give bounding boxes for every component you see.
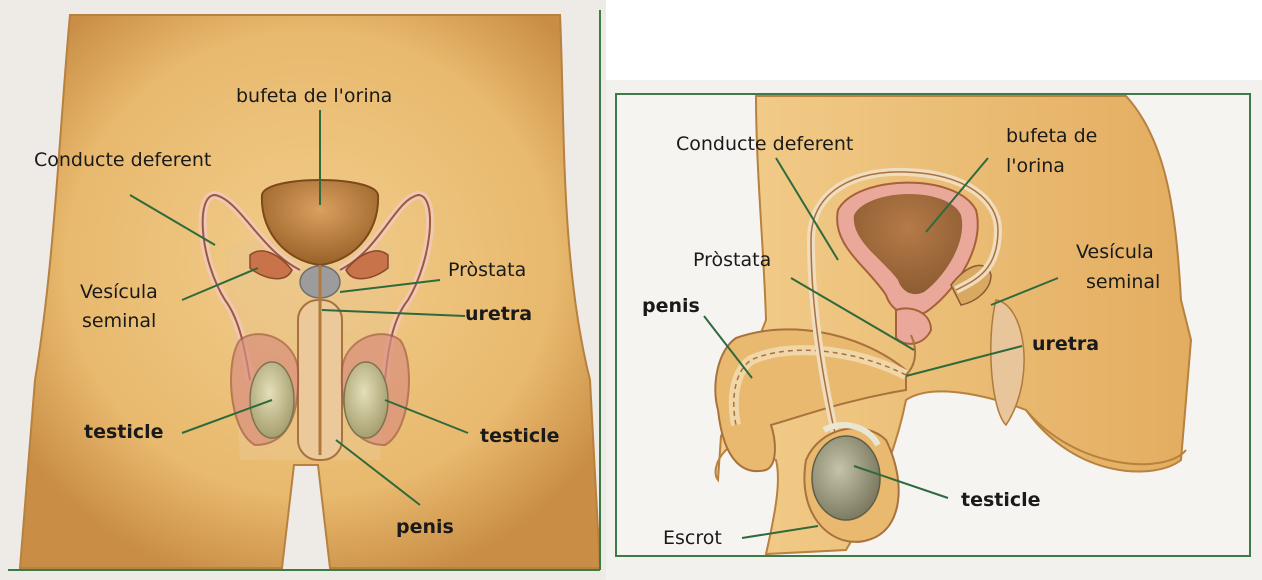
label-seminal-vesicle-1: Vesícula <box>80 281 158 303</box>
front-view-panel: bufeta de l'orina Conducte deferent Vesí… <box>0 0 606 580</box>
side-label-scrotum: Escrot <box>663 527 722 549</box>
side-view-panel: Conducte deferent bufeta de l'orina Pròs… <box>606 80 1262 580</box>
side-label-prostate: Pròstata <box>693 249 771 271</box>
label-vas-deferens: Conducte deferent <box>34 149 211 171</box>
testicle-right <box>344 362 388 438</box>
label-testicle-left: testicle <box>84 421 164 443</box>
label-penis: penis <box>396 516 454 538</box>
label-prostate: Pròstata <box>448 259 526 281</box>
label-urethra: uretra <box>465 303 532 325</box>
label-testicle-right: testicle <box>480 425 560 447</box>
side-label-testicle: testicle <box>961 489 1041 511</box>
label-bladder: bufeta de l'orina <box>236 85 392 107</box>
side-view-illustration: Conducte deferent bufeta de l'orina Pròs… <box>606 80 1262 580</box>
side-label-seminal-vesicle-2: seminal <box>1086 271 1160 293</box>
side-label-seminal-vesicle-1: Vesícula <box>1076 241 1154 263</box>
side-label-bladder-2: l'orina <box>1006 155 1065 177</box>
side-testicle <box>812 436 880 520</box>
front-view-illustration: bufeta de l'orina Conducte deferent Vesí… <box>0 0 606 580</box>
side-label-bladder-1: bufeta de <box>1006 125 1097 147</box>
side-label-urethra: uretra <box>1032 333 1099 355</box>
side-label-penis: penis <box>642 295 700 317</box>
side-label-vas-deferens: Conducte deferent <box>676 133 853 155</box>
label-seminal-vesicle-2: seminal <box>82 310 156 332</box>
